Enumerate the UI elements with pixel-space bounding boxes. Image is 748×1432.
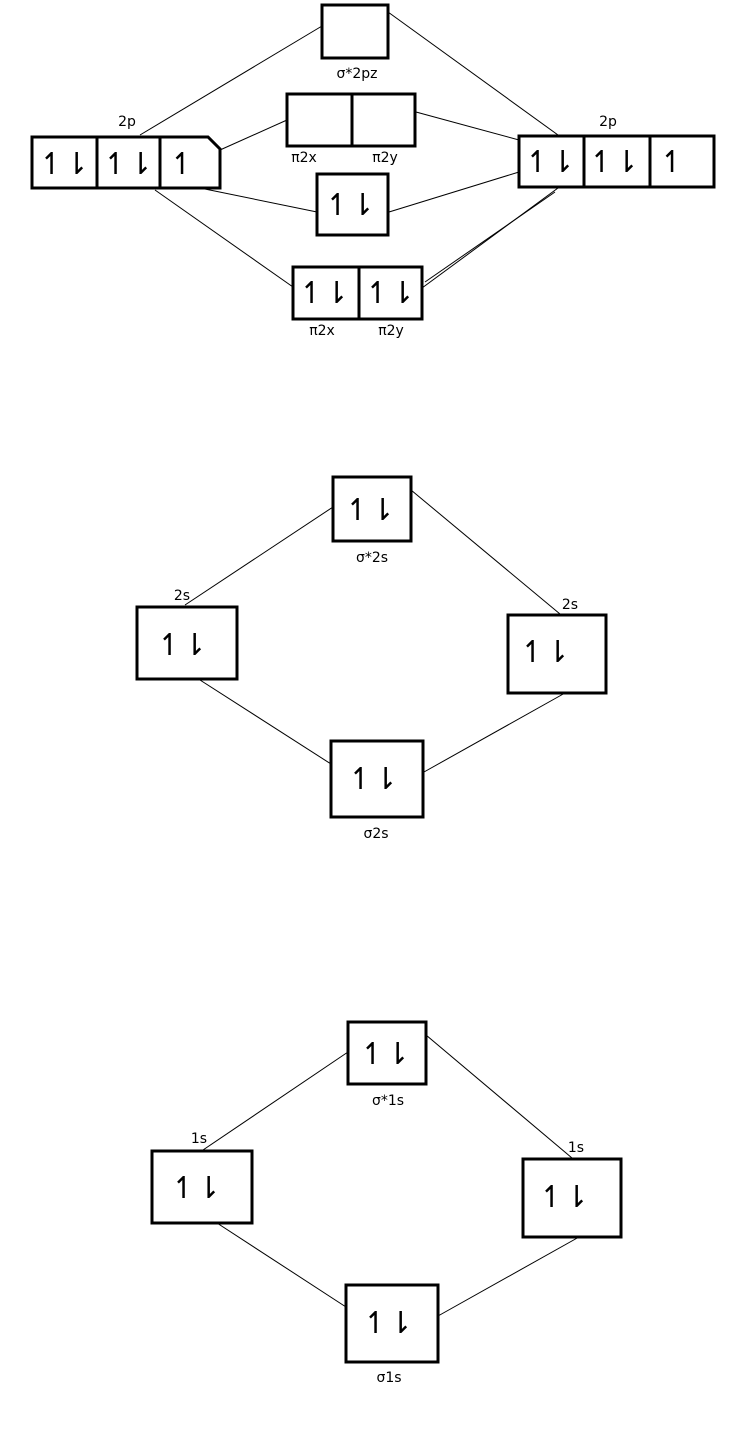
connector-line (415, 111, 520, 141)
mo-sigma-2s: ↿⇂ σ2s (329, 739, 425, 842)
orbital-box (329, 739, 425, 819)
connector-line (388, 171, 520, 213)
orbital-box (158, 135, 222, 190)
electron-pair-arrows: ↿⇂ (589, 145, 639, 180)
orbital-box (350, 92, 417, 148)
orbital-label: σ1s (376, 1370, 401, 1386)
connector-line (410, 489, 561, 615)
electron-pair-arrows: ↿⇂ (157, 628, 207, 663)
connector-line (216, 1222, 347, 1308)
orbital-box (291, 265, 361, 321)
orbital-box (517, 134, 586, 189)
electron-pair-arrows: ↿⇂ (365, 276, 415, 311)
atom-left-2s: ↿⇂ 2s (135, 588, 239, 681)
mo-sigma-star-2s: ↿⇂ σ*2s (331, 475, 413, 566)
orbital-label: σ2s (363, 826, 388, 842)
connector-line (425, 1034, 573, 1159)
mo-pi-star-2p: π2x π2y (285, 92, 417, 166)
mo-sigma-star-1s: ↿⇂ σ*1s (346, 1020, 428, 1109)
connector-line (421, 187, 559, 289)
electron-single-arrow: ↿ (659, 145, 684, 180)
orbital-box (648, 134, 716, 189)
connector-line (219, 119, 288, 151)
orbital-box (344, 1283, 440, 1364)
orbital-label: 1s (568, 1140, 584, 1156)
electron-pair-arrows: ↿⇂ (325, 188, 375, 223)
electron-pair-arrows: ↿⇂ (348, 762, 398, 797)
mo-pi-2p: ↿⇂ ↿⇂ π2x π2y (291, 265, 424, 339)
orbital-label: 2s (562, 597, 578, 613)
mo-sigma-star-2pz: σ*2pz (320, 3, 390, 82)
electron-pair-arrows: ↿⇂ (345, 493, 395, 528)
electron-pair-arrows: ↿⇂ (525, 145, 575, 180)
section-2s: ↿⇂ 2s ↿⇂ 2s ↿⇂ σ*2s ↿⇂ σ2s (135, 475, 608, 842)
connector-line (199, 679, 332, 765)
orbital-label: σ*1s (372, 1093, 404, 1109)
atom-left-1s: ↿⇂ 1s (150, 1131, 254, 1225)
connector-line (437, 1236, 580, 1317)
electron-pair-arrows: ↿⇂ (299, 276, 349, 311)
electron-pair-arrows: ↿⇂ (39, 147, 89, 182)
connector-line (184, 506, 334, 606)
orbital-label: π2x (291, 150, 317, 166)
orbital-box (150, 1149, 254, 1225)
orbital-label: 1s (191, 1131, 207, 1147)
orbital-label: 2p (118, 114, 136, 130)
electron-pair-arrows: ↿⇂ (103, 147, 153, 182)
orbital-label: 2s (174, 588, 190, 604)
atom-right-2p: ↿⇂ ↿⇂ ↿ 2p (517, 114, 716, 189)
orbital-box (285, 92, 354, 148)
orbital-box (346, 1020, 428, 1086)
orbital-label: σ*2s (356, 550, 388, 566)
connector-line (387, 11, 559, 136)
atom-right-1s: ↿⇂ 1s (521, 1140, 623, 1239)
electron-pair-arrows: ↿⇂ (171, 1171, 221, 1206)
orbital-box (506, 613, 608, 695)
orbital-label: π2y (378, 323, 404, 339)
section-2p: ↿⇂ ↿⇂ ↿ 2p ↿⇂ ↿⇂ ↿ 2p σ*2pz π2x π2y (30, 3, 716, 339)
connector-line (139, 25, 323, 136)
orbital-label: π2y (372, 150, 398, 166)
section-1s: ↿⇂ 1s ↿⇂ 1s ↿⇂ σ*1s ↿⇂ σ1s (150, 1020, 623, 1386)
atom-left-2p: ↿⇂ ↿⇂ ↿ 2p (30, 114, 222, 190)
mo-sigma-2pz: ↿⇂ (315, 172, 390, 237)
connector-line (199, 187, 318, 213)
electron-pair-arrows: ↿⇂ (520, 635, 570, 670)
mo-sigma-1s: ↿⇂ σ1s (344, 1283, 440, 1386)
electron-pair-arrows: ↿⇂ (539, 1180, 589, 1215)
orbital-box (521, 1157, 623, 1239)
electron-pair-arrows: ↿⇂ (360, 1037, 410, 1072)
connector-line (202, 1051, 349, 1151)
atom-right-2s: ↿⇂ 2s (506, 597, 608, 695)
electron-pair-arrows: ↿⇂ (363, 1306, 413, 1341)
orbital-box (357, 265, 424, 321)
orbital-box (320, 3, 390, 60)
connector-line (423, 692, 566, 773)
orbital-label: 2p (599, 114, 617, 130)
connector-line (154, 189, 294, 288)
orbital-label: σ*2pz (336, 66, 377, 82)
orbital-box (135, 605, 239, 681)
orbital-box (331, 475, 413, 543)
orbital-label: π2x (309, 323, 335, 339)
orbital-box (315, 172, 390, 237)
electron-single-arrow: ↿ (169, 147, 194, 182)
connector-line (424, 191, 556, 283)
